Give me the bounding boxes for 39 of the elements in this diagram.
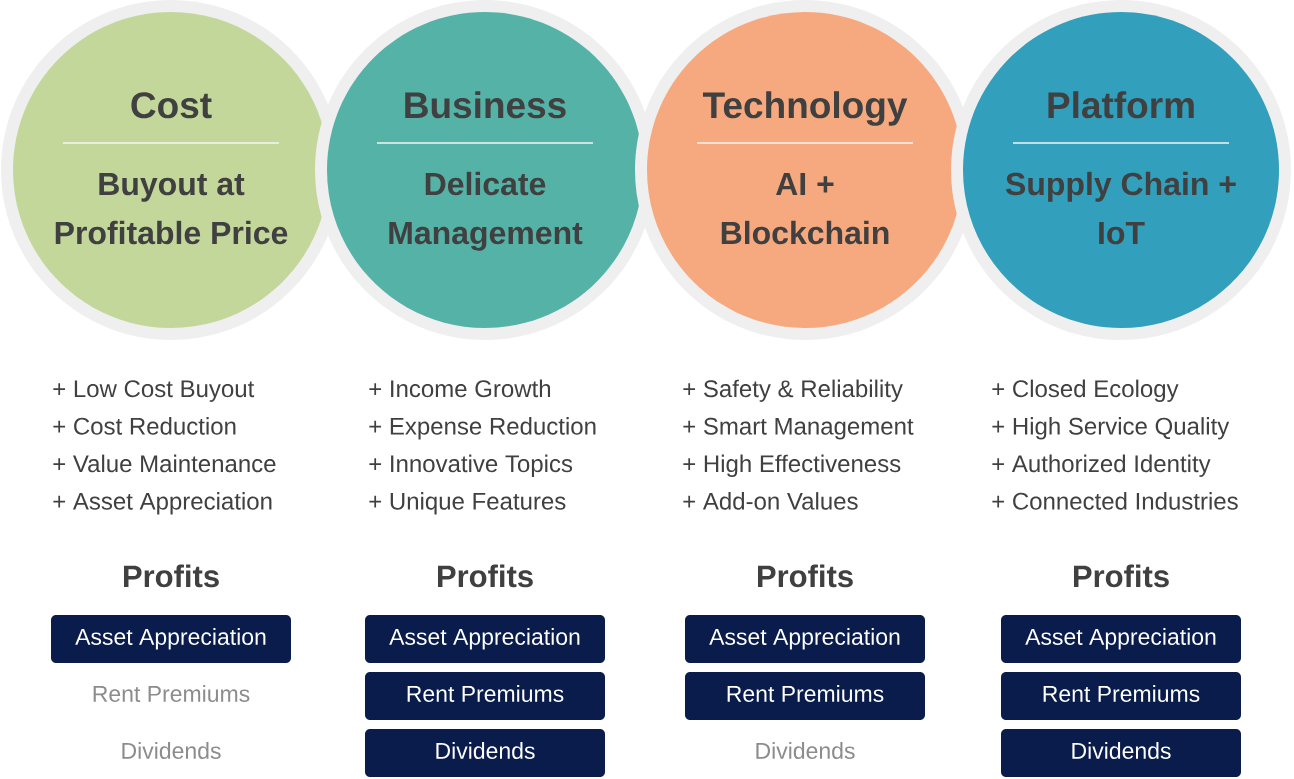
section-heading: Profits	[438, 564, 533, 588]
profit-tag: Asset Appreciation	[1001, 615, 1241, 663]
list-item: + Innovative Topics	[369, 454, 573, 477]
list-item: + Cost Reduction	[53, 417, 236, 435]
circle-subtitle: Buyout at Profitable Price	[55, 173, 288, 245]
profit-tag: Asset Appreciation	[51, 615, 291, 663]
profit-tag: Rent Premiums	[365, 672, 605, 720]
list-item: + Add-on Values	[683, 492, 858, 510]
list-item: + Closed Ecology	[992, 379, 1179, 402]
inactive-label: Dividends	[756, 742, 855, 759]
section-heading: Profits	[758, 564, 853, 588]
profit-tag: Asset Appreciation	[365, 615, 605, 663]
circle-subtitle: Delicate Management	[389, 171, 583, 251]
list-item: + Expense Reduction	[369, 417, 596, 440]
profit-tag: Dividends	[1001, 729, 1241, 777]
list-item: + Authorized Identity	[992, 454, 1211, 477]
list-item: + Smart Management	[683, 417, 914, 440]
profit-tag: Rent Premiums	[685, 672, 925, 720]
list-item: + Unique Features	[369, 492, 566, 515]
circle-title: Platform	[1048, 91, 1194, 119]
list-item: + Low Cost Buyout	[53, 380, 255, 402]
circle-title: Technology	[703, 91, 908, 126]
profit-tag: Asset Appreciation	[685, 615, 925, 663]
profit-tag: Dividends	[365, 729, 605, 777]
circle-title: Cost	[131, 92, 212, 119]
profit-tag: Rent Premiums	[1001, 672, 1241, 720]
list-item: + Income Growth	[369, 379, 551, 398]
list-item: + High Effectiveness	[683, 454, 901, 477]
inactive-label: Dividends	[122, 742, 221, 759]
list-item: + Connected Industries	[992, 492, 1238, 510]
circle-subtitle: AI + Blockchain	[721, 173, 889, 245]
list-item: + Asset Appreciation	[53, 492, 272, 515]
list-item: + Value Maintenance	[53, 454, 276, 473]
section-heading: Profits	[1074, 564, 1169, 588]
circle-title: Business	[405, 91, 566, 119]
inactive-label: Rent Premiums	[93, 685, 250, 702]
circle-subtitle: Supply Chain + IoT	[1005, 171, 1236, 245]
list-item: + Safety & Reliability	[683, 379, 903, 402]
list-item: + High Service Quality	[992, 417, 1230, 440]
